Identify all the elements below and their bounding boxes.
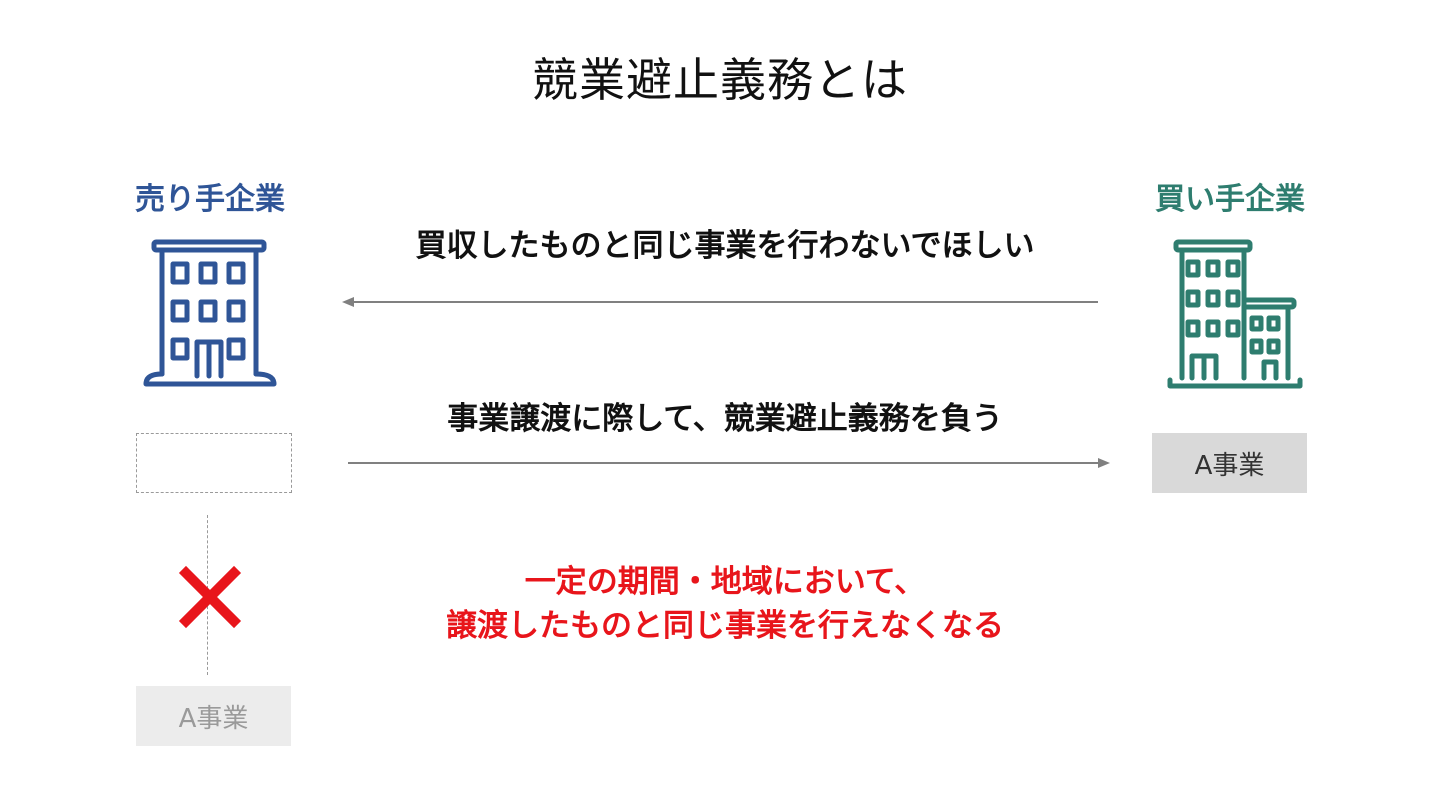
buyer-label: 買い手企業 <box>1155 182 1305 217</box>
obligation-message: 事業譲渡に際して、競業避止義務を負う <box>447 401 1003 437</box>
restriction-message: 一定の期間・地域において、 譲渡したものと同じ事業を行えなくなる <box>330 560 1120 648</box>
page-title: 競業避止義務とは <box>532 53 908 107</box>
restriction-line-2: 譲渡したものと同じ事業を行えなくなる <box>446 608 1004 644</box>
cross-mark-icon <box>178 565 242 629</box>
request-message: 買収したものと同じ事業を行わないでほしい <box>415 228 1035 264</box>
office-buildings-icon <box>1167 239 1303 389</box>
seller-label: 売り手企業 <box>135 182 285 217</box>
restriction-line-1: 一定の期間・地域において、 <box>524 564 926 600</box>
office-building-icon <box>143 239 277 387</box>
seller-business-box: A事業 <box>136 686 291 746</box>
buyer-business-box: A事業 <box>1152 433 1307 493</box>
transferred-business-placeholder <box>136 433 292 493</box>
transfer-arrow <box>348 458 1110 468</box>
request-arrow <box>342 297 1098 307</box>
